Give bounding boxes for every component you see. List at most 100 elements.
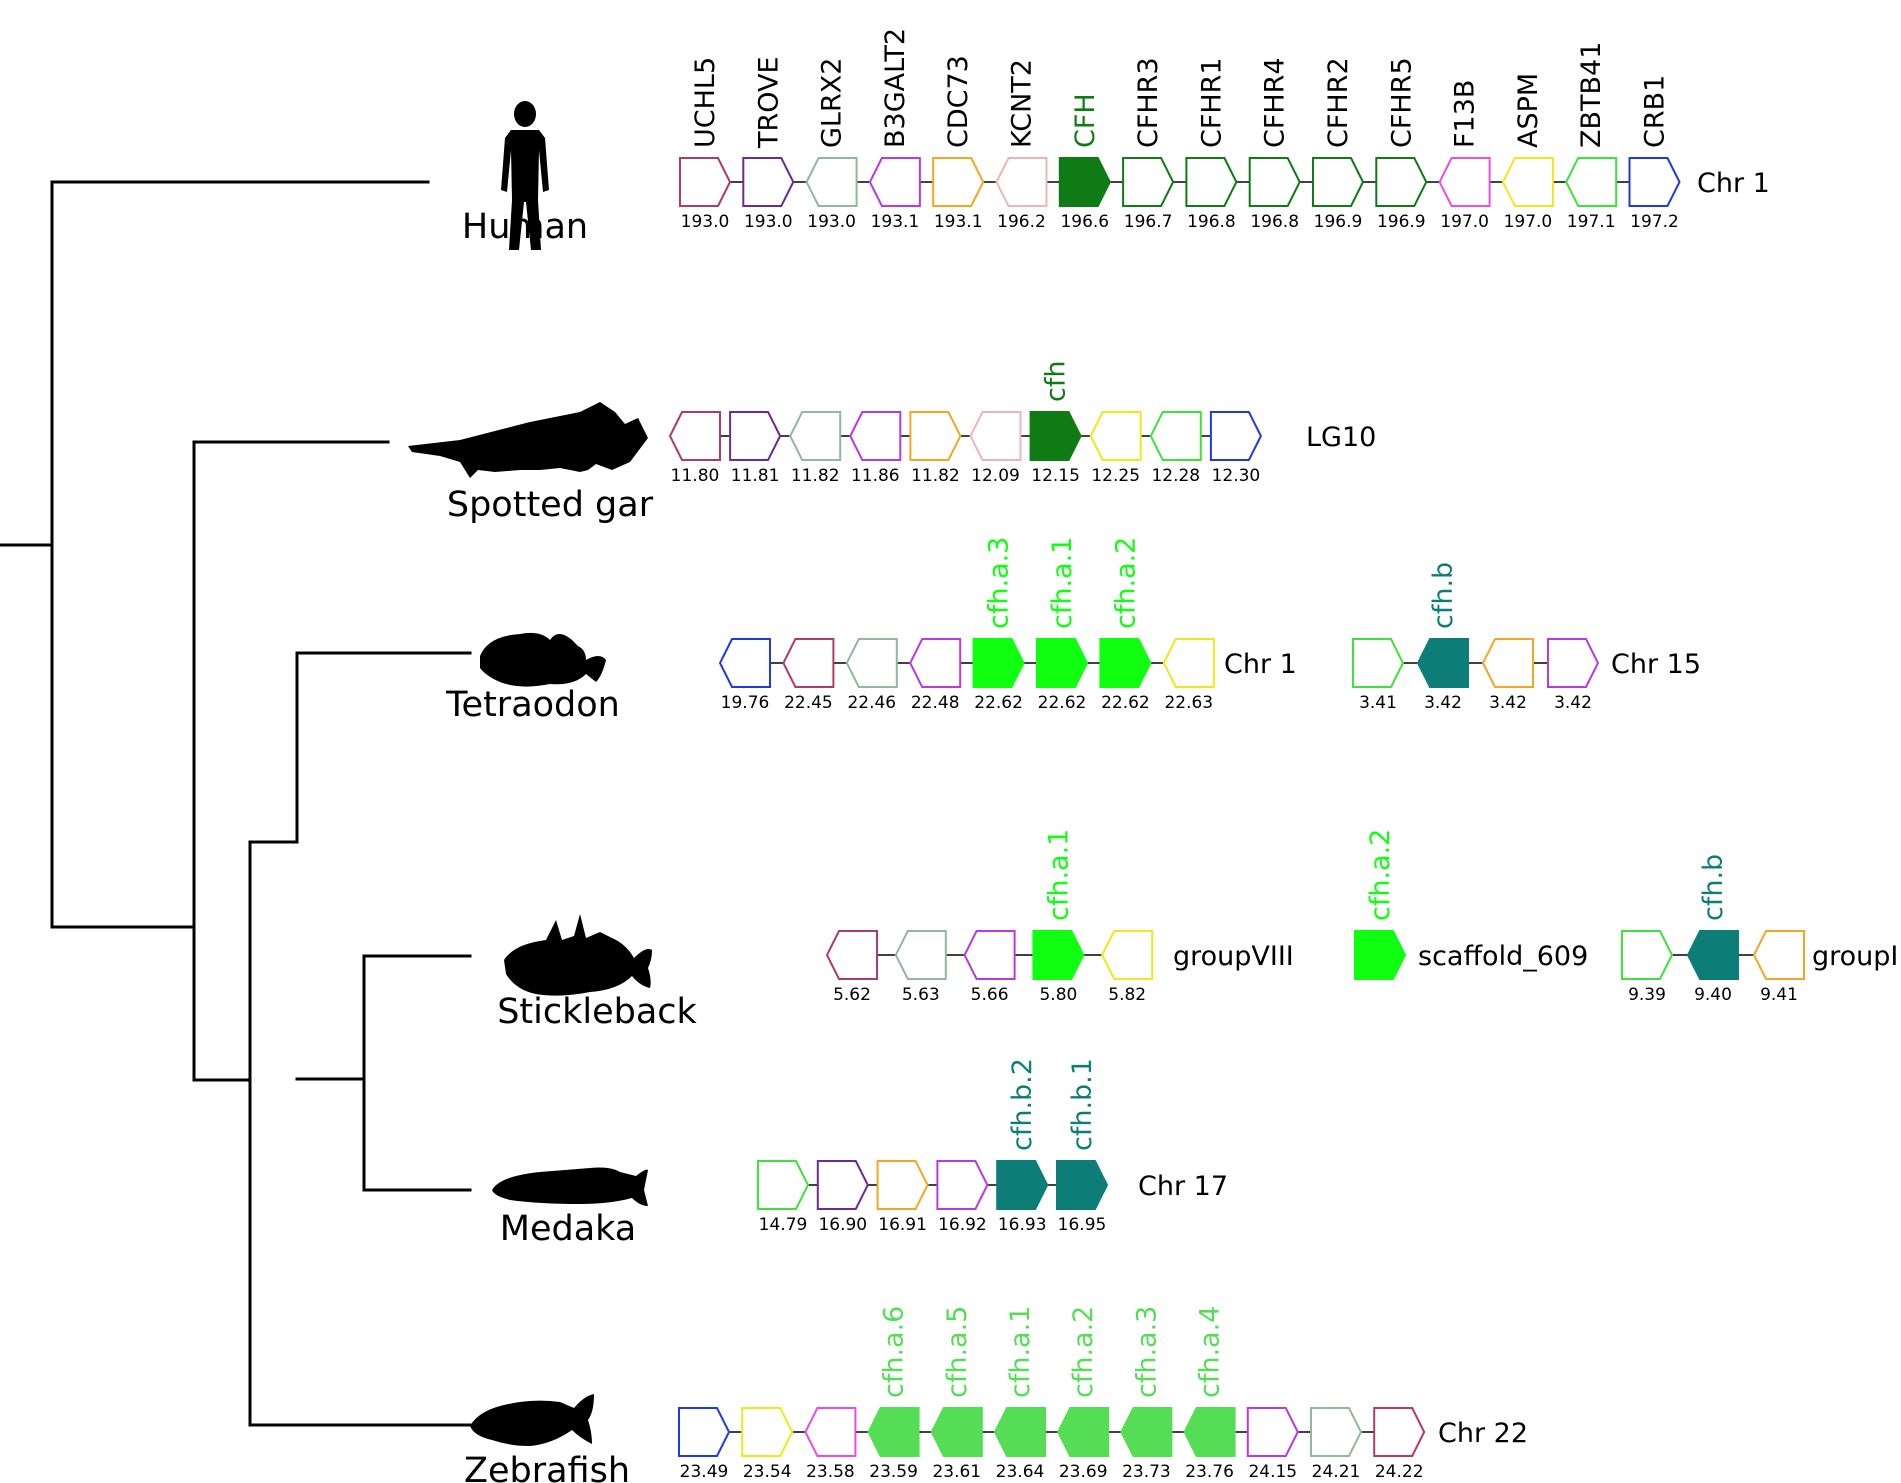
gene-position-label: 197.0 <box>1440 212 1489 232</box>
gene-position-label: 3.42 <box>1489 693 1527 713</box>
spotted-gar-silhouette-icon <box>408 402 648 478</box>
gene-arrow <box>1438 157 1491 207</box>
zebrafish-silhouette-icon <box>470 1394 594 1446</box>
gene-position-label: 14.79 <box>759 1215 808 1235</box>
chromosome-label: Chr 22 <box>1438 1418 1528 1449</box>
gene-position-label: 9.41 <box>1760 985 1798 1005</box>
gene-position-label: 196.8 <box>1250 212 1299 232</box>
gene-position-label: 12.30 <box>1212 466 1261 486</box>
gene-arrow <box>996 1160 1049 1210</box>
gene-name-label: CFHR3 <box>1133 57 1164 148</box>
gene-position-label: 9.39 <box>1628 985 1666 1005</box>
gene-arrow <box>963 930 1016 980</box>
gene-position-label: 16.95 <box>1058 1215 1107 1235</box>
gene-position-label: 193.1 <box>934 212 983 232</box>
gene-position-label: 23.54 <box>743 1462 792 1482</box>
gene-position-label: 12.25 <box>1091 466 1140 486</box>
gene-arrow <box>1248 157 1301 207</box>
gene-position-label: 12.15 <box>1031 466 1080 486</box>
gene-position-label: 3.42 <box>1554 693 1592 713</box>
gene-arrow <box>932 157 985 207</box>
chromosome-label: Chr 1 <box>1224 649 1297 680</box>
human-silhouette-icon <box>501 101 549 250</box>
gene-arrow <box>1120 1407 1173 1457</box>
gene-position-label: 23.59 <box>869 1462 918 1482</box>
gene-arrow <box>849 411 902 461</box>
chromosome-label: Chr 17 <box>1138 1171 1228 1202</box>
gene-arrow <box>679 157 732 207</box>
gene-position-label: 193.0 <box>744 212 793 232</box>
chromosome-label: groupIII <box>1812 941 1901 972</box>
gene-arrow <box>1352 638 1405 688</box>
gene-arrow <box>1149 411 1202 461</box>
gene-position-label: 197.1 <box>1567 212 1616 232</box>
gene-position-label: 11.80 <box>671 466 720 486</box>
gene-arrow <box>1057 1407 1110 1457</box>
gene-position-label: 23.73 <box>1122 1462 1171 1482</box>
gene-arrow <box>1056 1160 1109 1210</box>
gene-arrow <box>894 930 947 980</box>
gene-position-label: 19.76 <box>721 693 770 713</box>
gene-arrow <box>1628 157 1681 207</box>
gene-position-label: 3.42 <box>1424 693 1462 713</box>
gene-arrow <box>876 1160 929 1210</box>
gene-arrow <box>993 1407 1046 1457</box>
gene-position-label: 3.41 <box>1359 693 1397 713</box>
gene-name-label: cfh.a.4 <box>1195 1306 1226 1398</box>
gene-name-label: cfh.a.2 <box>1110 537 1141 629</box>
gene-arrow <box>1416 638 1469 688</box>
gene-position-label: 11.86 <box>851 466 900 486</box>
gene-name-label: cfh.a.6 <box>879 1306 910 1398</box>
gene-arrow <box>969 411 1022 461</box>
species-icons <box>408 101 652 1446</box>
gene-position-label: 12.28 <box>1151 466 1200 486</box>
gene-arrow <box>995 157 1048 207</box>
gene-position-label: 16.91 <box>878 1215 927 1235</box>
species-name-tetraodon: Tetraodon <box>445 685 620 725</box>
gene-arrow <box>930 1407 983 1457</box>
gene-arrow <box>972 638 1025 688</box>
gene-arrow <box>1122 157 1175 207</box>
gene-position-label: 11.81 <box>731 466 780 486</box>
chromosome-label: LG10 <box>1306 422 1376 453</box>
gene-name-label: CFH <box>1070 93 1101 148</box>
gene-position-label: 5.80 <box>1039 985 1077 1005</box>
gene-position-label: 5.63 <box>902 985 940 1005</box>
gene-arrow <box>718 638 771 688</box>
gene-position-label: 24.15 <box>1248 1462 1297 1482</box>
gene-arrow <box>789 411 842 461</box>
stickleback-silhouette-icon <box>504 914 652 996</box>
gene-position-label: 23.76 <box>1185 1462 1234 1482</box>
species-name-human: Human <box>462 207 588 247</box>
gene-arrow <box>936 1160 989 1210</box>
gene-arrow <box>1162 638 1215 688</box>
gene-arrow <box>1101 930 1154 980</box>
gene-position-label: 196.9 <box>1314 212 1363 232</box>
gene-arrow <box>1373 1407 1426 1457</box>
gene-position-label: 5.62 <box>833 985 871 1005</box>
gene-arrow <box>1621 930 1674 980</box>
gene-arrow <box>1185 157 1238 207</box>
gene-name-label: CFHR5 <box>1386 57 1417 148</box>
gene-arrow <box>1312 157 1365 207</box>
gene-arrow <box>1032 930 1085 980</box>
gene-position-label: 196.2 <box>997 212 1046 232</box>
gene-position-label: 24.22 <box>1375 1462 1424 1482</box>
chromosome-label: scaffold_609 <box>1418 941 1588 972</box>
gene-tracks: UCHL5193.0TROVE193.0GLRX2193.0B3GALT2193… <box>668 28 1901 1482</box>
gene-name-label: F13B <box>1450 80 1481 148</box>
gene-position-label: 22.62 <box>1038 693 1087 713</box>
gene-position-label: 11.82 <box>911 466 960 486</box>
gene-position-label: 196.8 <box>1187 212 1236 232</box>
gene-position-label: 24.21 <box>1312 1462 1361 1482</box>
gene-position-label: 22.63 <box>1164 693 1213 713</box>
gene-track-human-0: UCHL5193.0TROVE193.0GLRX2193.0B3GALT2193… <box>679 28 1770 232</box>
gene-name-label: CFHR1 <box>1196 57 1227 148</box>
gene-name-label: ASPM <box>1513 73 1544 148</box>
chromosome-label: groupVIII <box>1173 941 1294 972</box>
